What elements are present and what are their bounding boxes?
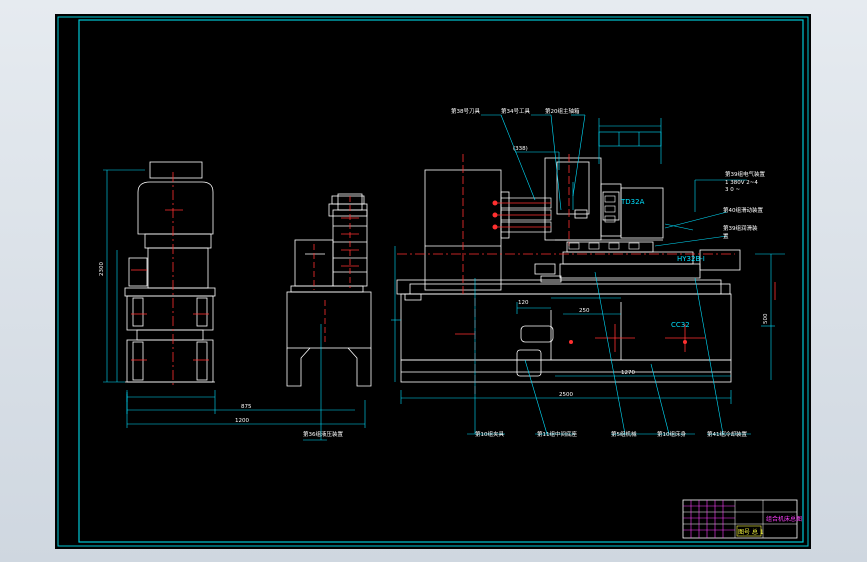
- side-view-dimensions: [103, 169, 366, 428]
- dim-338: (338): [513, 146, 528, 152]
- model-base: CC32: [671, 321, 690, 329]
- dim-2300: 2300: [99, 262, 105, 276]
- label-coolant: 第41组冷却装置: [707, 430, 747, 438]
- model-slide: HY32B-I: [677, 255, 705, 263]
- title-block-subtitle: 图号 总 1: [738, 528, 764, 536]
- front-view-centerlines: [397, 154, 776, 394]
- label-electrical-sub1: 1 380V 2~4: [725, 180, 758, 186]
- hydraulic-unit: [286, 193, 372, 387]
- side-view-machine: [124, 161, 216, 383]
- label-lubrication: 第39组润滑装: [723, 224, 758, 232]
- label-hydraulic: 第36组液压装置: [303, 430, 343, 438]
- label-lubrication-tail: 置: [723, 233, 729, 240]
- front-view-dimensions: [303, 114, 785, 441]
- label-fixture-tool: 第34号工具: [501, 107, 530, 115]
- label-middle-base: 第11组中间底座: [537, 430, 577, 438]
- dim-120: 120: [518, 300, 529, 306]
- label-tool: 第38号刀具: [451, 107, 480, 115]
- label-bed: 第10组床身: [657, 430, 686, 438]
- label-mechanism: 第5组机械: [611, 430, 637, 438]
- model-spindle: TD32A: [620, 198, 645, 206]
- title-block-title: 组合机床总图: [766, 515, 802, 523]
- model-labels: TD32A HY32B-I CC32: [620, 198, 705, 329]
- machine-labels: 第38号刀具 第34号工具 第20组主轴箱 第39组电气装置 1 380V 2~…: [303, 107, 765, 438]
- hydraulic-unit-centerlines: [313, 196, 359, 344]
- control-panel: [568, 195, 640, 250]
- inner-frame: [78, 19, 804, 543]
- dimension-texts: (338) 120 1200 2300 875 2500 1270 250 50…: [99, 146, 769, 424]
- dim-875: 875: [241, 404, 252, 410]
- label-electrical: 第39组电气装置: [725, 170, 765, 178]
- label-spindle-box: 第20组主轴箱: [545, 107, 580, 115]
- label-fixture: 第10组夹具: [475, 430, 504, 438]
- dim-1270: 1270: [621, 370, 635, 376]
- front-view-machine: [396, 157, 741, 383]
- drawing-canvas: 第38号刀具 第34号工具 第20组主轴箱 第39组电气装置 1 380V 2~…: [57, 16, 809, 547]
- label-slide: 第40组滑动装置: [723, 206, 763, 214]
- outer-frame: [57, 16, 809, 547]
- dim-250: 250: [579, 308, 590, 314]
- side-view-centerlines: [131, 172, 209, 386]
- front-view-markers: [492, 200, 687, 344]
- label-electrical-sub2: 3 0 ~: [725, 187, 740, 193]
- dim-1200: 1200: [235, 418, 249, 424]
- dim-2500: 2500: [559, 392, 573, 398]
- drawing-sheet: 第38号刀具 第34号工具 第20组主轴箱 第39组电气装置 1 380V 2~…: [55, 14, 811, 549]
- title-block: 组合机床总图 图号 总 1: [682, 499, 802, 539]
- dim-500: 500: [763, 313, 769, 324]
